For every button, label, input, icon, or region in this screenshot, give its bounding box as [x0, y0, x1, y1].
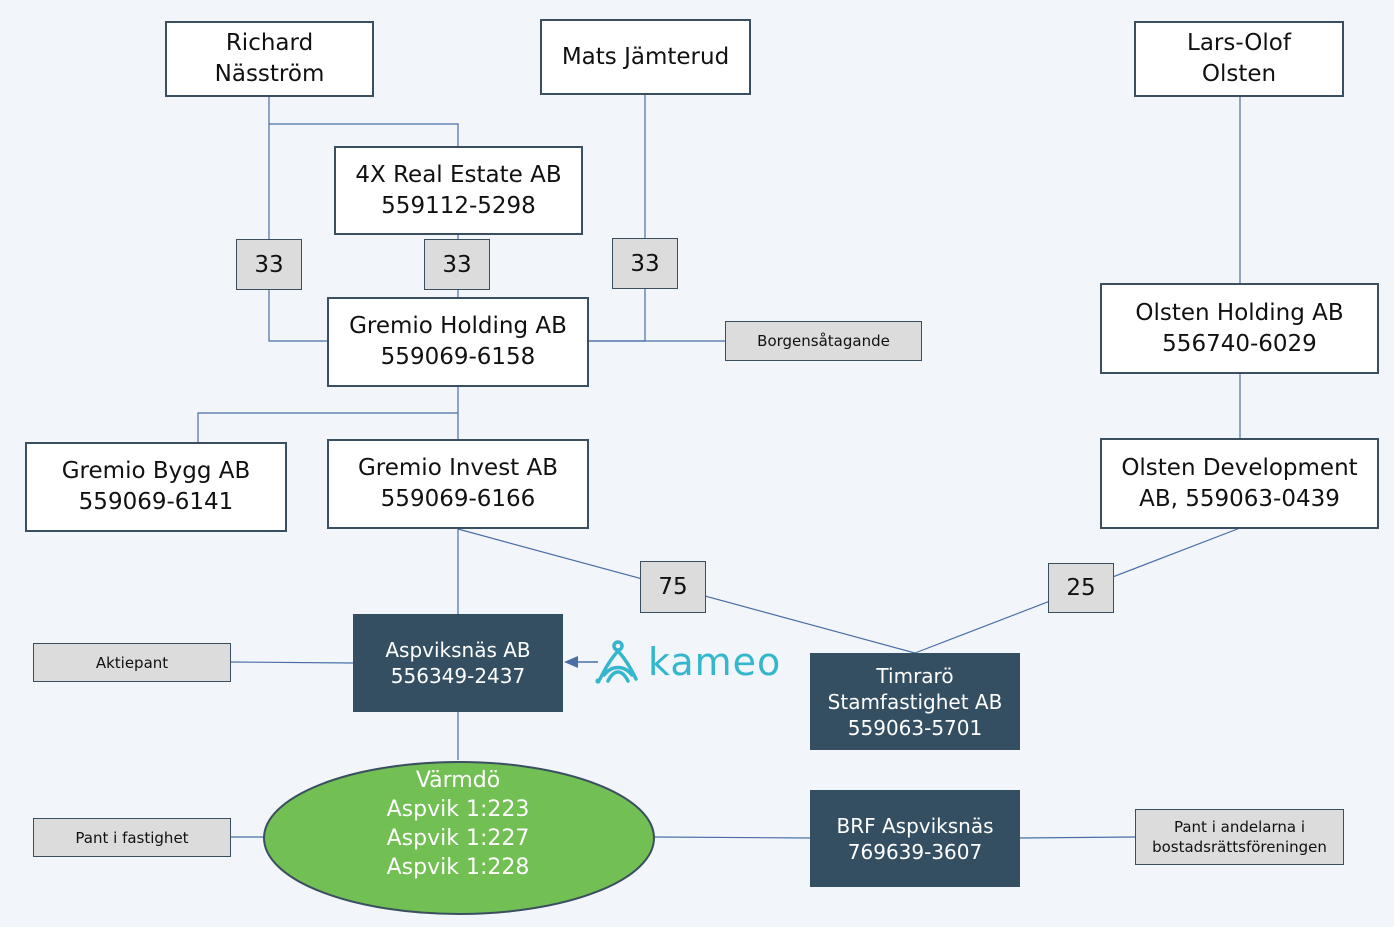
- person-lars-name-line2: Olsten: [1201, 61, 1277, 87]
- note-aktiepant-text: Aktiepant: [95, 653, 169, 672]
- company-gremio-invest: Gremio Invest AB 559069-6166: [327, 439, 589, 529]
- entity-brf-aspviksnas: BRF Aspviksnäs 769639-3607: [810, 790, 1020, 887]
- note-pant-andelar-line1: Pant i andelarna i: [1173, 818, 1305, 836]
- company-gremio-holding: Gremio Holding AB 559069-6158: [327, 297, 589, 387]
- property-label: Värmdö Aspvik 1:223 Aspvik 1:227 Aspvik …: [338, 766, 578, 882]
- kameo-logo-text: kameo: [648, 640, 782, 684]
- note-borgensatagande-text: Borgensåtagande: [757, 332, 890, 350]
- person-lars-box: Lars-Olof Olsten: [1134, 21, 1344, 97]
- company-olsten-holding: Olsten Holding AB 556740-6029: [1100, 283, 1379, 374]
- company-gremio-holding-name: Gremio Holding AB: [349, 313, 567, 339]
- ownership-mats-percent: 33: [612, 238, 678, 289]
- company-gremio-invest-name: Gremio Invest AB: [357, 455, 559, 481]
- company-olsten-holding-orgnr: 556740-6029: [1162, 330, 1317, 357]
- entity-aspviksnas: Aspviksnäs AB 556349-2437: [353, 614, 563, 712]
- note-aktiepant: Aktiepant: [33, 643, 231, 682]
- property-parcel-223: Aspvik 1:223: [386, 797, 530, 822]
- ownership-olsten-dev-percent: 25: [1048, 563, 1114, 613]
- property-municipality: Värmdö: [415, 768, 501, 793]
- person-mats-name: Mats Jämterud: [561, 43, 730, 70]
- company-olsten-dev-orgnr: AB, 559063-0439: [1139, 485, 1340, 512]
- company-4x-name: 4X Real Estate AB: [355, 161, 562, 188]
- company-4x-orgnr: 559112-5298: [381, 192, 536, 219]
- person-richard-box: Richard Näsström: [165, 21, 374, 97]
- company-4x-real-estate: 4X Real Estate AB 559112-5298: [334, 146, 583, 235]
- ownership-richard-percent: 33: [236, 239, 302, 290]
- note-pant-andelar-line2: bostadsrättsföreningen: [1152, 838, 1327, 856]
- entity-timraro-line1: Timrarö: [876, 663, 954, 688]
- property-parcel-228: Aspvik 1:228: [386, 855, 530, 880]
- company-gremio-bygg: Gremio Bygg AB 559069-6141: [25, 442, 287, 532]
- entity-timraro-orgnr: 559063-5701: [847, 715, 983, 740]
- kameo-logo-icon: [595, 640, 638, 684]
- entity-timraro: Timrarö Stamfastighet AB 559063-5701: [810, 653, 1020, 750]
- company-olsten-holding-name: Olsten Holding AB: [1135, 299, 1344, 326]
- person-lars-name-line1: Lars-Olof: [1187, 30, 1291, 56]
- entity-brf-name: BRF Aspviksnäs: [836, 813, 994, 838]
- property-ellipse: [263, 761, 655, 915]
- entity-aspviksnas-orgnr: 556349-2437: [390, 664, 526, 688]
- entity-timraro-line2: Stamfastighet AB: [827, 689, 1003, 714]
- company-gremio-holding-orgnr: 559069-6158: [380, 344, 536, 370]
- company-gremio-invest-orgnr: 559069-6166: [380, 486, 536, 512]
- entity-brf-orgnr: 769639-3607: [847, 839, 983, 864]
- ownership-4x-percent: 33: [424, 239, 490, 290]
- company-olsten-development: Olsten Development AB, 559063-0439: [1100, 438, 1379, 529]
- person-richard-name-line2: Näsström: [214, 61, 325, 87]
- person-mats-box: Mats Jämterud: [540, 19, 751, 95]
- note-pant-i-andelarna: Pant i andelarna i bostadsrättsföreninge…: [1135, 809, 1344, 865]
- kameo-logo: kameo: [594, 638, 790, 686]
- note-pant-fastighet-text: Pant i fastighet: [75, 828, 189, 847]
- company-gremio-bygg-orgnr: 559069-6141: [78, 489, 234, 515]
- company-gremio-bygg-name: Gremio Bygg AB: [61, 458, 251, 484]
- note-pant-i-fastighet: Pant i fastighet: [33, 818, 231, 857]
- note-borgensatagande: Borgensåtagande: [725, 321, 922, 361]
- property-parcel-227: Aspvik 1:227: [386, 826, 530, 851]
- company-olsten-dev-name: Olsten Development: [1121, 454, 1358, 481]
- entity-aspviksnas-name: Aspviksnäs AB: [385, 638, 531, 662]
- ownership-gremio-invest-percent: 75: [640, 561, 706, 613]
- person-richard-name-line1: Richard: [225, 30, 314, 56]
